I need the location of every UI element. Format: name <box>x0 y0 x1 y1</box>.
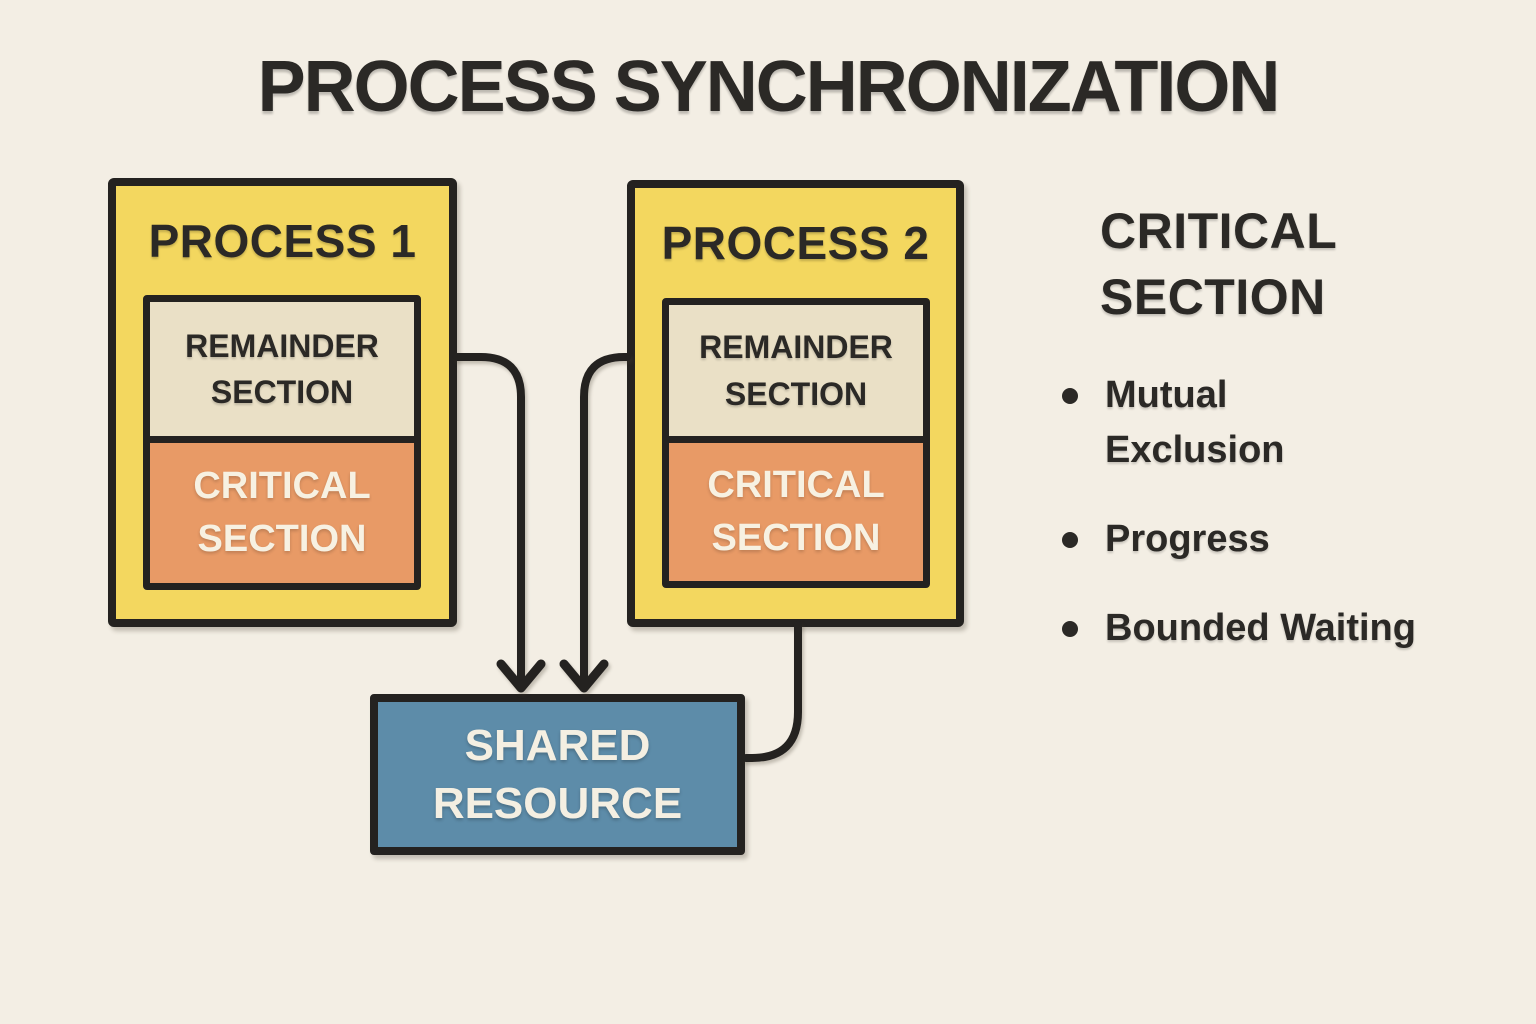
process1-to-shared-connector <box>453 353 525 690</box>
critical-section-label: CRITICAL SECTION <box>707 463 885 559</box>
page-title: PROCESS SYNCHRONIZATION <box>257 47 1281 127</box>
bullet-text: Progress <box>1105 518 1270 561</box>
process-2-remainder-section: REMAINDER SECTION <box>669 305 923 443</box>
arrowhead-icon <box>559 659 609 693</box>
process-1-box: PROCESS 1 REMAINDER SECTION CRITICAL SEC… <box>108 178 457 627</box>
critical-section-label: CRITICAL SECTION <box>193 464 371 560</box>
process-2-box: PROCESS 2 REMAINDER SECTION CRITICAL SEC… <box>627 180 964 627</box>
bullet-icon <box>1062 532 1078 549</box>
bullet-icon <box>1062 621 1078 638</box>
remainder-section-label: REMAINDER SECTION <box>185 327 379 410</box>
process-2-sections-box: REMAINDER SECTION CRITICAL SECTION <box>662 298 930 588</box>
bullet-text: Bounded Waiting <box>1105 607 1416 650</box>
arrowhead-icon <box>496 659 546 693</box>
process-1-label: PROCESS 1 <box>148 214 417 267</box>
bullet-text: Mutual Exclusion <box>1105 374 1285 472</box>
process-2-critical-section: CRITICAL SECTION <box>669 443 923 581</box>
panel-heading: CRITICAL SECTION <box>1100 203 1337 325</box>
bullet-list: Mutual Exclusion Progress Bounded Waitin… <box>1062 368 1502 690</box>
process-1-remainder-section: REMAINDER SECTION <box>150 302 414 443</box>
process2-to-shared-connector <box>580 353 631 690</box>
process-2-label: PROCESS 2 <box>661 216 930 269</box>
process-1-sections-box: REMAINDER SECTION CRITICAL SECTION <box>143 295 421 590</box>
bullet-icon <box>1062 388 1078 404</box>
process2-bottom-to-shared-connector <box>742 621 802 762</box>
list-item: Mutual Exclusion <box>1062 368 1502 478</box>
list-item: Bounded Waiting <box>1062 601 1502 656</box>
shared-resource-label: SHARED RESOURCE <box>432 721 683 828</box>
list-item: Progress <box>1062 512 1502 567</box>
shared-resource-box: SHARED RESOURCE <box>370 694 745 855</box>
process-1-critical-section: CRITICAL SECTION <box>150 443 414 583</box>
remainder-section-label: REMAINDER SECTION <box>699 329 893 412</box>
